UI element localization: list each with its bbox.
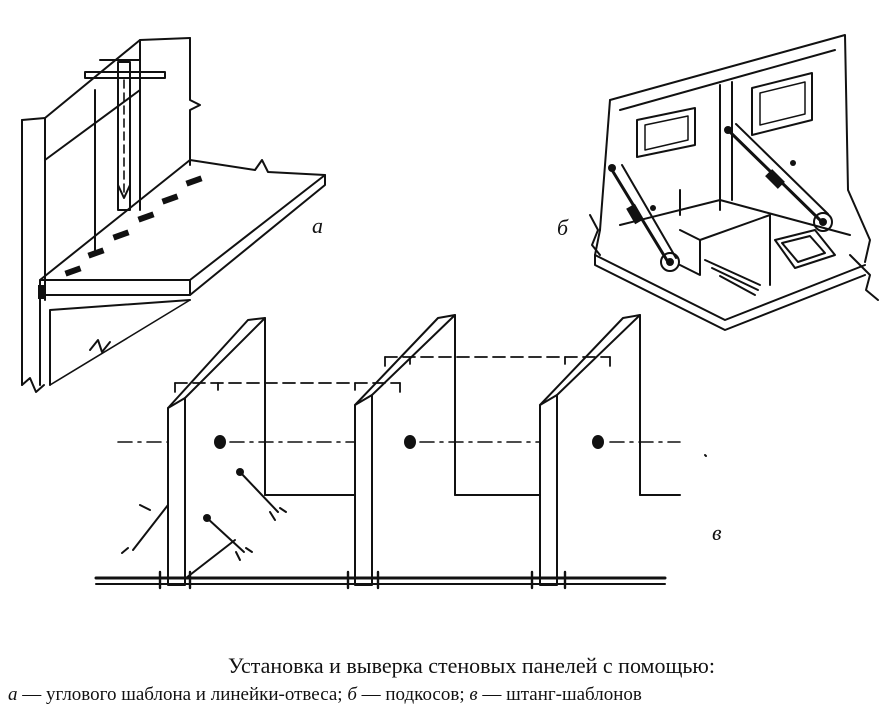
label-v: в: [712, 520, 722, 545]
drawing-v-gauge-bars: [94, 314, 707, 590]
caption-items: а — углового шаблона и линейки-отвеса; б…: [0, 684, 883, 706]
caption-text-a: — углового шаблона и линейки-отвеса;: [17, 684, 348, 705]
drawing-a-corner-template: [21, 37, 326, 393]
label-b: б: [557, 215, 569, 240]
technical-drawing: а б в: [21, 34, 879, 590]
caption-letter-b: б: [347, 684, 357, 705]
caption-letter-a: а: [8, 684, 18, 705]
caption-title: Установка и выверка стеновых панелей с п…: [228, 653, 715, 678]
caption-text-v: — штанг-шаблонов: [477, 684, 642, 705]
caption-letter-v: в: [469, 684, 478, 705]
caption-text-b: — подкосов;: [356, 684, 470, 705]
label-a: а: [312, 213, 323, 238]
drawing-b-struts: [589, 34, 879, 331]
